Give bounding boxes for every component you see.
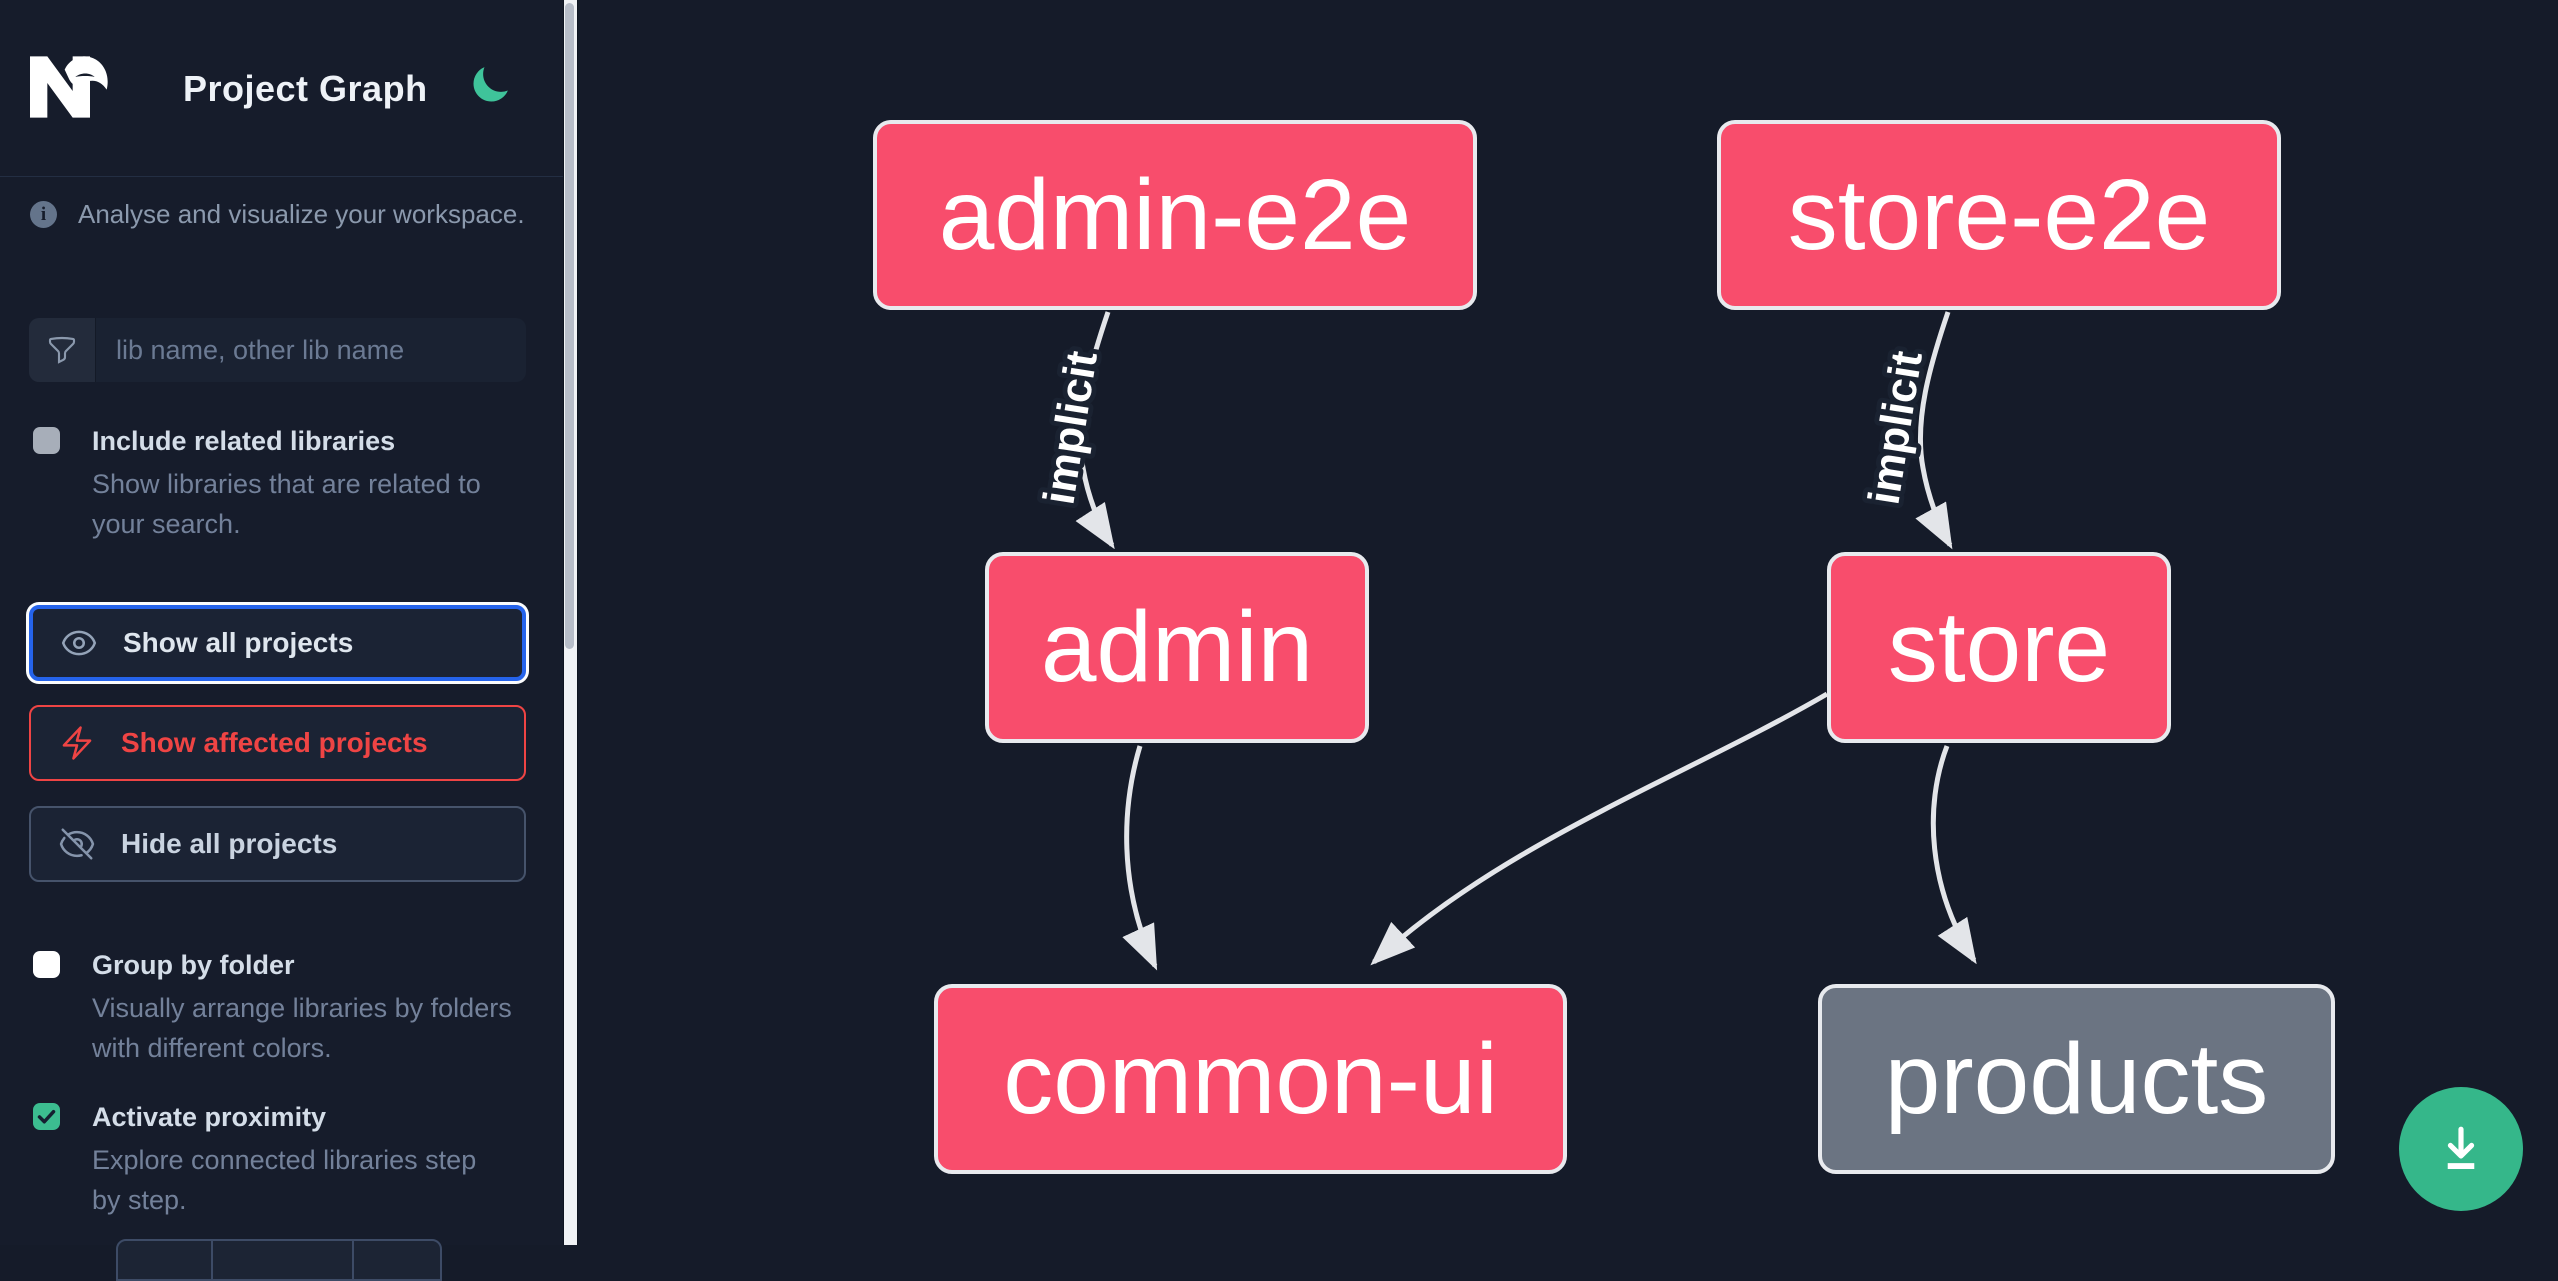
node-products[interactable]: products	[1818, 984, 2335, 1174]
stepper-decrement[interactable]	[118, 1241, 213, 1279]
funnel-icon	[29, 318, 96, 382]
proximity-stepper[interactable]	[116, 1239, 442, 1281]
hide-all-projects-button[interactable]: Hide all projects	[29, 806, 526, 882]
download-icon	[2447, 1126, 2475, 1170]
sidebar: Project Graph i Analyse and visualize yo…	[0, 0, 563, 1281]
edge-admin-e2e-to-admin[interactable]	[1075, 311, 1115, 550]
download-graph-button[interactable]	[2399, 1087, 2523, 1211]
include-related-desc: Show libraries that are related to your …	[92, 469, 481, 539]
show-affected-projects-button[interactable]: Show affected projects	[29, 705, 526, 781]
stepper-increment[interactable]	[354, 1241, 440, 1279]
activate-proximity-desc: Explore connected libraries step by step…	[92, 1145, 477, 1215]
stepper-value	[213, 1241, 354, 1279]
include-related-checkbox[interactable]	[33, 427, 60, 454]
sidebar-header: Project Graph	[0, 0, 563, 177]
page-title: Project Graph	[183, 68, 428, 109]
group-by-folder-label: Group by folder	[92, 950, 295, 980]
edge-store-e2e-to-store[interactable]	[1915, 311, 1953, 550]
workspace-info: i Analyse and visualize your workspace.	[30, 199, 525, 230]
sidebar-scrollbar-thumb[interactable]	[565, 3, 574, 649]
nx-logo-icon	[30, 56, 108, 118]
bolt-icon	[62, 726, 92, 760]
node-admin-e2e[interactable]: admin-e2e	[873, 120, 1477, 310]
include-related-row: Include related libraries Show libraries…	[33, 426, 533, 544]
show-all-projects-label: Show all projects	[123, 627, 354, 658]
group-by-folder-row: Group by folder Visually arrange librari…	[33, 950, 533, 1068]
workspace-tagline: Analyse and visualize your workspace.	[78, 199, 525, 229]
eye-icon	[61, 630, 97, 656]
node-store-e2e[interactable]: store-e2e	[1717, 120, 2281, 310]
include-related-label: Include related libraries	[92, 426, 396, 456]
hide-all-projects-label: Hide all projects	[121, 828, 338, 859]
node-admin[interactable]: admin	[985, 552, 1369, 743]
check-icon	[37, 1109, 56, 1124]
edge-store-to-products[interactable]	[1930, 745, 1977, 965]
activate-proximity-label: Activate proximity	[92, 1102, 327, 1132]
group-by-folder-checkbox[interactable]	[33, 951, 60, 978]
activate-proximity-checkbox[interactable]	[33, 1103, 60, 1130]
search-input[interactable]	[96, 318, 526, 382]
dark-mode-toggle[interactable]	[462, 58, 518, 114]
show-all-projects-button[interactable]: Show all projects	[29, 605, 526, 681]
edge-label-admin-e2e: implicit	[1034, 347, 1107, 507]
group-by-folder-desc: Visually arrange libraries by folders wi…	[92, 993, 512, 1063]
activate-proximity-row: Activate proximity Explore connected lib…	[33, 1102, 533, 1220]
edge-store-to-common-ui[interactable]	[1370, 691, 1829, 966]
info-icon: i	[30, 201, 57, 228]
node-store[interactable]: store	[1827, 552, 2171, 743]
node-common-ui[interactable]: common-ui	[934, 984, 1567, 1174]
show-affected-projects-label: Show affected projects	[121, 727, 428, 758]
search-box	[29, 318, 526, 382]
moon-icon	[473, 66, 508, 101]
edge-admin-to-common-ui[interactable]	[1122, 745, 1158, 971]
eye-slash-icon	[59, 828, 95, 860]
